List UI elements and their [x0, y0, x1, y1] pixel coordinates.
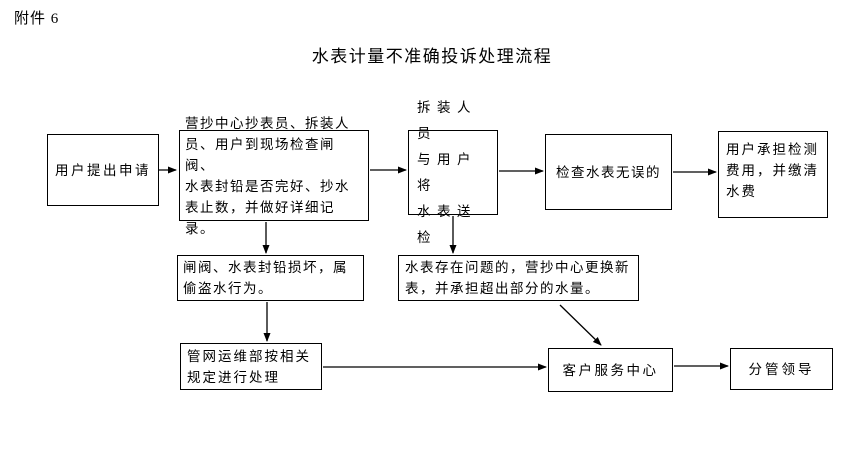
node-user-apply: 用户提出申请 [47, 134, 159, 206]
node-meter-problem-label: 水表存在问题的，营抄中心更换新 表，并承担超出部分的水量。 [405, 260, 630, 296]
attachment-label: 附件 6 [14, 11, 60, 27]
node-site-check: 营抄中心抄表员、拆装人 员、用户到现场检查闸阀、 水表封铅是否完好、抄水 表止数… [179, 116, 369, 236]
page-title: 水表计量不准确投诉处理流程 [311, 47, 553, 66]
node-customer-service-label: 客户服务中心 [562, 362, 659, 378]
node-leader: 分管领导 [730, 348, 833, 390]
node-leader-label: 分管领导 [748, 361, 815, 377]
node-pipeline-dept-label: 管网运维部按相关 规定进行处理 [187, 348, 311, 385]
node-send-meter: 拆装人员 与用户将 水表送检 [408, 100, 498, 245]
node-meter-ok: 检查水表无误的 [545, 134, 672, 210]
node-meter-ok-label: 检查水表无误的 [556, 164, 661, 180]
node-customer-service: 客户服务中心 [548, 348, 673, 392]
node-seal-damaged: 闸阀、水表封铅损坏，属 偷盗水行为。 [177, 255, 364, 301]
node-pipeline-dept: 管网运维部按相关 规定进行处理 [180, 343, 322, 390]
node-user-pays: 用户承担检测 费用，并缴清 水费 [718, 131, 828, 218]
edge-meter-problem-to-customer-service [559, 304, 602, 346]
node-user-pays-label: 用户承担检测 费用，并缴清 水费 [726, 142, 819, 199]
node-user-apply-label: 用户提出申请 [55, 162, 151, 178]
node-meter-problem: 水表存在问题的，营抄中心更换新 表，并承担超出部分的水量。 [398, 255, 639, 301]
node-send-meter-label: 拆装人员 与用户将 水表送检 [417, 99, 477, 245]
node-site-check-label: 营抄中心抄表员、拆装人 员、用户到现场检查闸阀、 水表封铅是否完好、抄水 表止数… [185, 115, 350, 236]
node-seal-damaged-label: 闸阀、水表封铅损坏，属 偷盗水行为。 [183, 260, 348, 296]
